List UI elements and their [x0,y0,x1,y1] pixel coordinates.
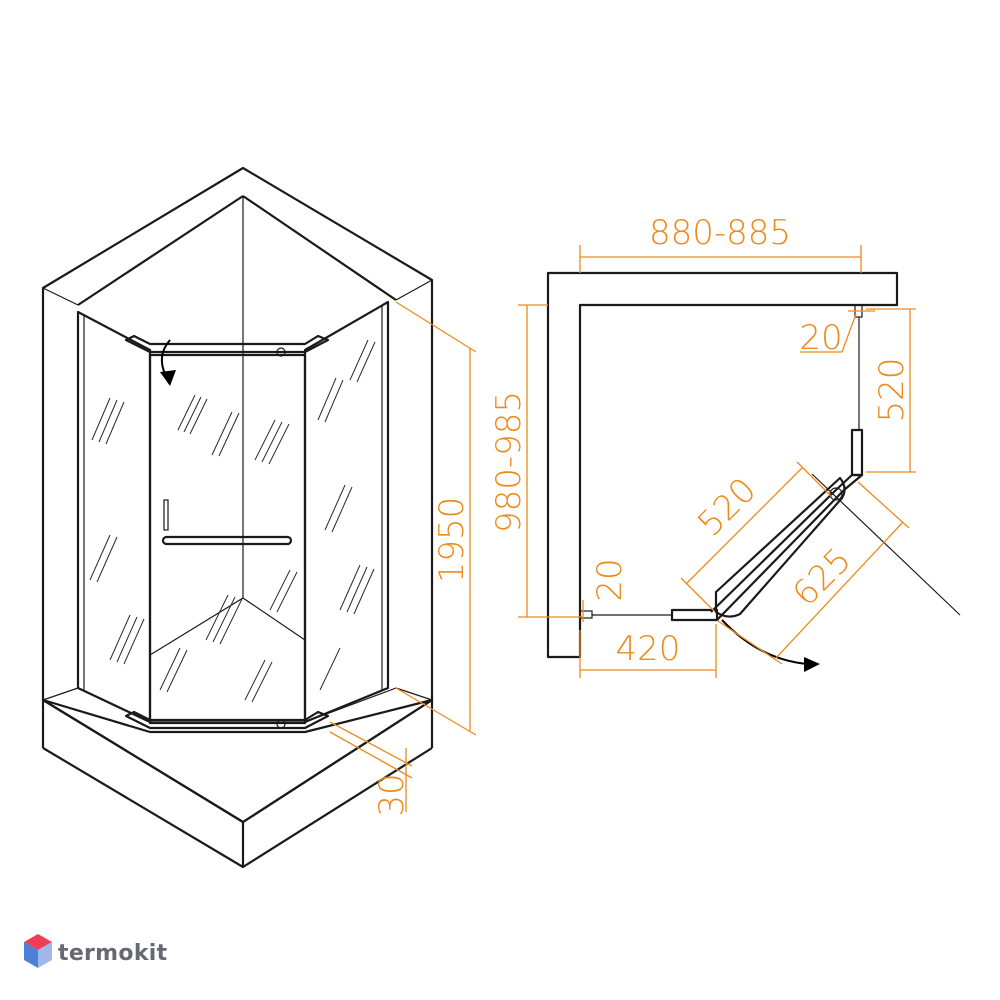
inner-wall-right [242,195,397,301]
top-rail [124,334,330,354]
left-panel-label: 420 [616,629,681,669]
isometric-cube-logo-icon [24,934,52,968]
door-panel [148,353,307,725]
door-width-label: 520 [690,470,764,544]
right-panel-label: 520 [872,358,912,423]
diagonal-overall-dimension-line [775,521,904,659]
plan-left-panel [579,608,719,622]
reflection-door-bottom [159,569,298,703]
plan-walls [546,271,899,659]
wall-floor-right [395,687,433,701]
top-hinge [276,347,286,357]
plan-door-hinge [829,487,843,501]
right-fixed-panel [303,300,390,724]
floor-corner-lines [149,597,306,656]
tray-extension-top [329,721,413,767]
right-offset-leader [841,313,857,353]
depth-dimension: 980-985 [489,304,582,618]
tray-top [41,698,434,824]
left-offset-dimension: 20 [582,558,630,622]
shower-tray [41,687,434,869]
isometric-view: 1950 30 [41,166,477,869]
left-fixed-panel [76,310,152,724]
glass-reflections [89,339,376,703]
door-handle [163,499,169,531]
diagonal-overall-extension-a [717,620,783,665]
height-extension-bottom [395,687,477,736]
plan-swing-arrow-icon [721,619,820,672]
tray-height-dimension: 30 [329,721,413,817]
reflection-right-panel [317,339,376,691]
curved-arrow-icon [160,339,176,386]
width-dimension: 880-885 [579,213,862,273]
plan-left-fixed-glass [670,608,719,622]
plan-door [710,473,961,621]
wall-floor-left [42,687,79,701]
right-panel-dimension: 520 [866,308,916,473]
plan-view: 880-885 980-985 20 520 520 [489,213,961,678]
plan-diagonal-profile [710,473,864,621]
inner-wall-left [77,195,244,306]
right-offset-dimension: 20 [799,310,875,358]
right-offset-label: 20 [799,318,842,358]
reflection-left-panel [89,397,145,665]
brand-name: termokit [58,941,168,966]
outer-wall-left-edge [42,287,79,306]
plan-door-glass [714,476,846,618]
height-label: 1950 [432,497,472,584]
height-extension-top [395,301,477,353]
door-towel-bar [161,535,293,546]
left-offset-label: 20 [590,558,630,601]
glass-panels [76,300,390,730]
height-dimension: 1950 [395,301,477,736]
door-width-dimension-line [685,467,803,585]
diagonal-overall-extension-b [857,481,910,529]
left-panel-dimension: 420 [579,624,717,678]
outer-wall-right-edge [395,279,433,301]
door-width-extension-b [796,461,833,498]
tray-height-label: 30 [372,773,412,816]
depth-label: 980-985 [489,391,529,533]
bottom-rail [124,710,330,730]
tray-extension-bottom [329,731,413,779]
door-width-extension-a [680,577,715,612]
bottom-hinge [276,719,286,729]
plan-right-fixed-glass [850,428,864,477]
reflection-door-top [177,394,290,465]
plan-right-panel [850,304,864,477]
width-label: 880-885 [649,213,791,253]
plan-door-open-position [811,473,961,616]
